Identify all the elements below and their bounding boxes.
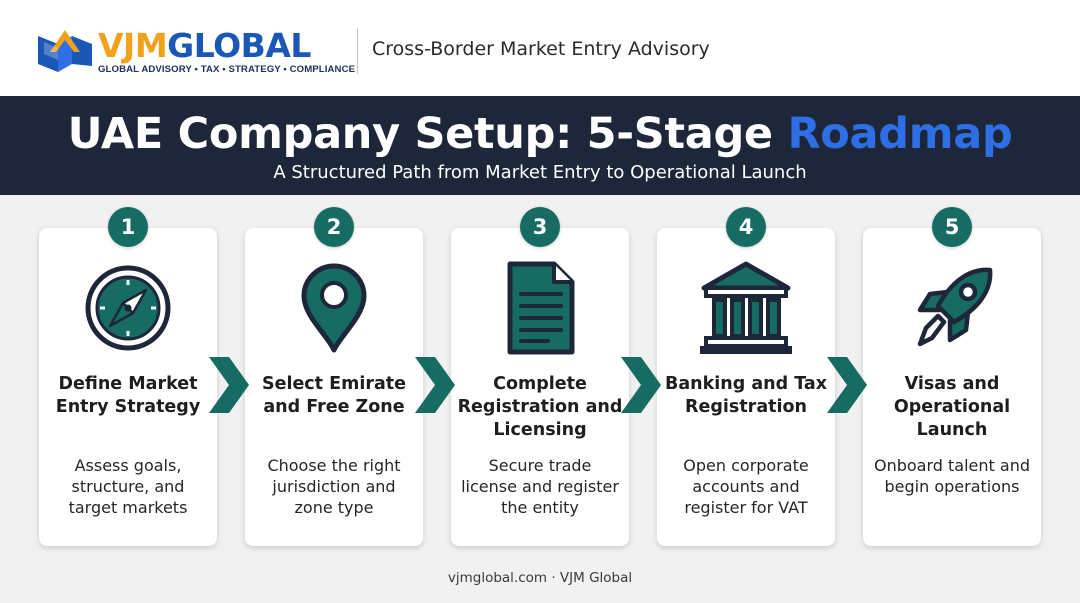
stage-title: Define Market Entry Strategy [55,374,201,417]
compass-icon [78,258,178,358]
stage-number-badge: 1 [108,207,148,247]
stage-description: Assess goals, structure, and target mark… [68,456,188,517]
stage-description: Onboard talent and begin operations [874,456,1030,496]
brand-tagline: GLOBAL ADVISORY • TAX • STRATEGY • COMPL… [98,64,356,75]
stage-description: Choose the right jurisdiction and zone t… [267,456,401,517]
stage-card-4: Banking and Tax Registration Open corpor… [657,228,835,546]
stage-number-badge: 5 [932,207,972,247]
stage-card-2: Select Emirate and Free Zone Choose the … [245,228,423,546]
page-subtitle: A Structured Path from Market Entry to O… [273,162,807,183]
stage-card-5: Visas and Operational Launch Onboard tal… [863,228,1041,546]
brand-name: VJMGLOBAL [98,26,311,66]
stage-description: Open corporate accounts and register for… [683,456,809,517]
title-band [0,96,1080,195]
header: VJMGLOBAL GLOBAL ADVISORY • TAX • STRATE… [0,0,1080,96]
stage-card-1: Define Market Entry Strategy Assess goal… [39,228,217,546]
stage-number-badge: 4 [726,207,766,247]
brand-name-part2: GLOBAL [167,26,311,65]
chevron-right-icon [825,355,869,415]
logo[interactable]: VJMGLOBAL GLOBAL ADVISORY • TAX • STRATE… [38,26,355,78]
stage-description: Secure trade license and register the en… [461,456,619,517]
stage-title: Select Emirate and Free Zone [261,374,407,417]
rocket-icon [902,258,1002,358]
stage-number-badge: 2 [314,207,354,247]
logo-mark-icon [38,30,92,72]
footer-text[interactable]: vjmglobal.com · VJM Global [447,570,633,586]
page-title-highlight: Roadmap [787,109,1013,159]
chevron-right-icon [207,355,251,415]
header-divider [357,28,358,74]
document-icon [490,258,590,358]
chevron-right-icon [413,355,457,415]
stage-card-3: Complete Registration and Licensing Secu… [451,228,629,546]
map-pin-icon [284,258,384,358]
brand-name-part1: VJM [98,26,168,65]
stage-title: Banking and Tax Registration [665,374,827,417]
page-title-main: UAE Company Setup: 5-Stage [67,109,788,159]
stage-title: Complete Registration and Licensing [457,374,623,440]
stage-title: Visas and Operational Launch [893,374,1011,440]
page-title: UAE Company Setup: 5-Stage Roadmap [0,108,1080,160]
stage-number-badge: 3 [520,207,560,247]
chevron-right-icon [619,355,663,415]
header-subtitle: Cross-Border Market Entry Advisory [372,38,710,60]
bank-icon [696,258,796,358]
